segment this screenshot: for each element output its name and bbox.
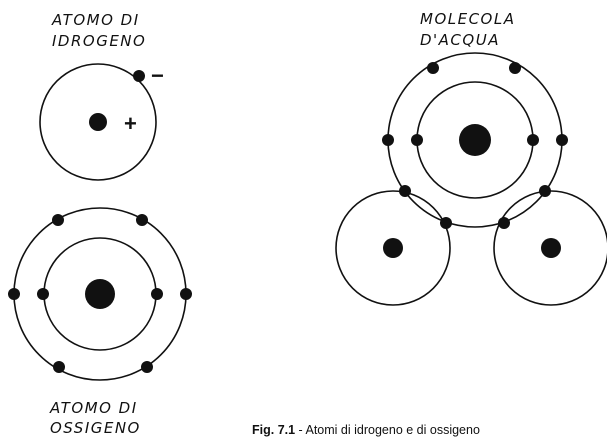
molecule-hydrogen-left-orbit [335, 190, 451, 306]
molecule-outer-electron [382, 134, 394, 146]
molecule-inner-electron [527, 134, 539, 146]
molecule-outer-electron [509, 62, 521, 74]
figure-reference: Fig. 7.1 [252, 423, 295, 437]
hydrogen-label-line2: IDROGENO [52, 32, 146, 50]
molecule-inner-electron [411, 134, 423, 146]
hydrogen-atom: − + [39, 63, 164, 181]
molecule-label-line1: MOLECOLA [420, 10, 515, 28]
molecule-outer-electron [427, 62, 439, 74]
caption-text: - Atomi di idrogeno e di ossigeno [295, 423, 480, 437]
oxygen-outer-electron [52, 214, 64, 226]
oxygen-nucleus [85, 279, 115, 309]
molecule-oxygen-nucleus [459, 124, 491, 156]
molecule-shared-electron [440, 217, 452, 229]
molecule-shared-electron [399, 185, 411, 197]
oxygen-outer-electron [8, 288, 20, 300]
molecule-shared-electron [539, 185, 551, 197]
hydrogen-nucleus [89, 113, 107, 131]
oxygen-label-line1: ATOMO DI [49, 399, 138, 417]
molecule-shared-electron [498, 217, 510, 229]
oxygen-inner-electron [37, 288, 49, 300]
figure-caption: Fig. 7.1 - Atomi di idrogeno e di ossige… [252, 423, 480, 437]
oxygen-outer-electron [53, 361, 65, 373]
molecule-hydrogen-left-nucleus [383, 238, 403, 258]
oxygen-atom [8, 207, 192, 381]
oxygen-label-line2: OSSIGENO [50, 419, 141, 437]
molecule-label-line2: D'ACQUA [420, 31, 500, 49]
oxygen-outer-electron [180, 288, 192, 300]
hydrogen-label-line1: ATOMO DI [51, 11, 140, 29]
oxygen-inner-electron [151, 288, 163, 300]
oxygen-outer-electron [141, 361, 153, 373]
negative-charge-sign: − [151, 63, 164, 88]
hydrogen-orbit [39, 63, 157, 181]
hydrogen-electron [133, 70, 145, 82]
positive-charge-sign: + [124, 111, 137, 136]
oxygen-outer-electron [136, 214, 148, 226]
water-molecule [335, 52, 607, 306]
molecule-outer-electron [556, 134, 568, 146]
molecule-hydrogen-right-nucleus [541, 238, 561, 258]
